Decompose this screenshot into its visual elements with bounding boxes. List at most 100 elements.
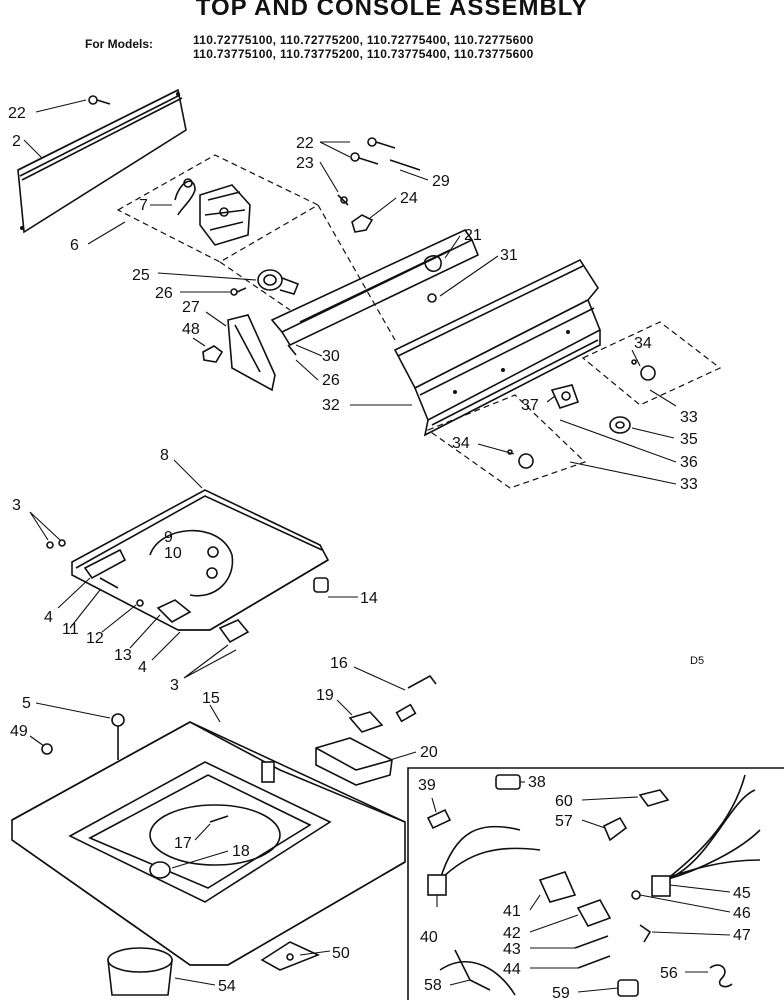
callout-22: 22: [8, 105, 26, 122]
part-lid-8: [71, 489, 330, 631]
models-row-2: 110.73775100, 110.73775200, 110.73775400…: [193, 47, 534, 61]
callout-26: 26: [155, 285, 173, 302]
part-clip-56: [709, 964, 733, 988]
part-cup-54: [107, 947, 173, 996]
part-console-panel: [17, 88, 187, 234]
part-plug-49: [41, 743, 53, 755]
callout-6: 6: [70, 237, 79, 254]
part-console-base-32: [393, 258, 602, 437]
callout-38: 38: [528, 774, 546, 791]
part-nut-5: [111, 713, 125, 760]
callout-3: 3: [170, 677, 179, 694]
part-cover-50: [260, 941, 321, 971]
callout-4: 4: [138, 659, 147, 676]
part-screw-17: [209, 815, 229, 823]
part-timer: [199, 184, 251, 246]
part-screw-26b: [287, 344, 297, 356]
callout-3: 3: [12, 497, 21, 514]
part-timer-wire-7: [174, 178, 196, 216]
callout-33: 33: [680, 409, 698, 426]
callout-60: 60: [555, 793, 573, 810]
part-block-41: [538, 871, 577, 903]
callout-4: 4: [44, 609, 53, 626]
part-top-panel-15: [11, 721, 406, 966]
leader-lines: [23, 99, 731, 993]
callout-20: 20: [420, 744, 438, 761]
callout-33: 33: [680, 476, 698, 493]
callout-7: 7: [139, 197, 148, 214]
callout-42: 42: [503, 925, 521, 942]
part-pin-44: [577, 955, 611, 969]
part-clip-24: [351, 214, 374, 233]
part-hinge-18: [149, 861, 171, 879]
callout-9: 9: [164, 529, 173, 546]
part-knob-35: [609, 416, 631, 434]
part-clip-34a: [631, 359, 656, 381]
callout-11: 11: [62, 621, 79, 638]
callout-47: 47: [733, 927, 751, 944]
callout-17: 17: [174, 835, 192, 852]
dashed-group-timer: [116, 154, 320, 263]
part-clip-34b: [507, 449, 534, 469]
part-block-40: [427, 874, 447, 896]
callout-58: 58: [424, 977, 442, 994]
callout-43: 43: [503, 941, 521, 958]
part-bracket-37: [550, 384, 580, 409]
part-switch-25: [257, 269, 300, 295]
models-row-1: 110.72775100, 110.72775200, 110.72775400…: [193, 33, 534, 47]
callout-21: 21: [464, 227, 482, 244]
part-block-45: [651, 875, 671, 897]
part-screws-3a: [46, 539, 66, 549]
callout-5: 5: [22, 695, 31, 712]
callout-27: 27: [182, 299, 200, 316]
part-clip-21: [424, 255, 442, 303]
callout-45: 45: [733, 885, 751, 902]
callout-44: 44: [503, 961, 521, 978]
callout-30: 30: [322, 348, 340, 365]
diagram-title: TOP AND CONSOLE ASSEMBLY: [195, 0, 589, 21]
callout-39: 39: [418, 777, 436, 794]
callout-22: 22: [296, 135, 314, 152]
callout-13: 13: [114, 647, 132, 664]
callout-2: 2: [12, 133, 21, 150]
callout-48: 48: [182, 321, 200, 338]
dashed-assembly-line-b: [219, 261, 291, 311]
part-clip-47: [639, 924, 652, 943]
part-bracket-20: [315, 737, 393, 786]
callout-50: 50: [332, 945, 350, 962]
part-clip-48: [202, 345, 224, 363]
part-connector-39: [426, 808, 452, 830]
callout-36: 36: [680, 454, 698, 471]
callout-56: 56: [660, 965, 678, 982]
part-connector-38: [495, 774, 521, 790]
callout-59: 59: [552, 985, 570, 1002]
callout-24: 24: [400, 190, 418, 207]
callout-49: 49: [10, 723, 28, 740]
part-switch-19: [348, 711, 384, 733]
callout-14: 14: [360, 590, 378, 607]
part-clip-46: [631, 890, 641, 900]
callout-26: 26: [322, 372, 340, 389]
part-harness-wires: [439, 774, 761, 996]
callout-34: 34: [634, 335, 652, 352]
callout-15: 15: [202, 690, 220, 707]
part-screw-22a: [88, 95, 111, 105]
part-harness-58: [454, 949, 491, 991]
callout-12: 12: [86, 630, 104, 647]
part-lid-switch-16: [395, 674, 437, 723]
dashed-group-33-right: [581, 321, 722, 406]
callout-35: 35: [680, 431, 698, 448]
callout-57: 57: [555, 813, 573, 830]
part-screw-23: [337, 194, 349, 206]
part-connector-60: [638, 789, 670, 807]
callout-10: 10: [164, 545, 182, 562]
harness-inset-frame: [407, 767, 784, 1000]
callout-40: 40: [420, 929, 438, 946]
callout-25: 25: [132, 267, 150, 284]
models-label: For Models:: [85, 37, 153, 51]
part-bumper-14: [313, 577, 329, 593]
callout-18: 18: [232, 843, 250, 860]
callout-19: 19: [316, 687, 334, 704]
callout-29: 29: [432, 173, 450, 190]
